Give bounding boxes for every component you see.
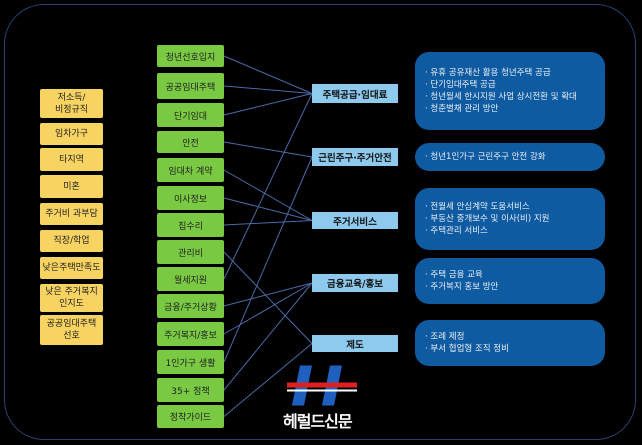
- need-box: 임대차 계약: [157, 158, 224, 182]
- need-box: 이사정보: [157, 186, 224, 210]
- factor-box: 타지역: [40, 148, 103, 171]
- policy-item: · 단기임대주택 공급: [425, 80, 496, 90]
- policy-item: · 부동산 중개보수 및 이사(비) 지원: [425, 214, 550, 224]
- connector-line: [223, 156, 313, 363]
- policy-box: · 전월세 안심계약 도움서비스 · 부동산 중개보수 및 이사(비) 지원 · 주…: [415, 188, 605, 250]
- factor-box: 미혼: [40, 175, 103, 198]
- factor-box: 공공임대주택 선호: [40, 315, 103, 345]
- connector-line: [223, 141, 313, 158]
- factor-box: 주거비 과부담: [40, 203, 103, 225]
- connector-line: [223, 343, 313, 417]
- policy-item: · 청년1인가구 근린주구 안전 강화: [425, 152, 546, 162]
- factor-box: 낮은주택만족도: [40, 257, 103, 279]
- connector-line: [223, 55, 313, 94]
- need-box: 금융/주거상황: [157, 294, 224, 318]
- need-box: 관리비: [157, 240, 224, 264]
- factor-box: 임차가구: [40, 123, 103, 145]
- connector-line: [223, 251, 313, 344]
- connector-line: [223, 93, 313, 280]
- policy-box: · 조례 제정 · 부서 협업형 조직 정비: [415, 320, 605, 366]
- policy-item: · 청년월세 한시지원 사업 상시전환 및 확대: [425, 92, 577, 102]
- need-box: 단기임대: [157, 103, 224, 127]
- policy-item: · 유휴 공유재산 활용 청년주택 공급: [425, 68, 551, 78]
- connector-line: [223, 282, 313, 391]
- policy-item: · 주택관리 서비스: [425, 226, 488, 236]
- policy-item: · 주거복지 홍보 방안: [425, 282, 499, 292]
- outer-frame: [4, 4, 636, 440]
- policy-item: · 주택 금융 교육: [425, 270, 483, 280]
- need-box: 집수리: [157, 213, 224, 237]
- newspaper-logo-icon: [287, 365, 357, 406]
- factor-box: 직장/학업: [40, 230, 103, 252]
- category-box: 금융교육/홍보: [312, 274, 398, 292]
- policy-item: · 조례 제정: [425, 332, 465, 342]
- category-box: 주택공급·임대료: [312, 84, 398, 103]
- policy-box: · 유휴 공유재산 활용 청년주택 공급 · 단기임대주택 공급 · 청년월세 한시…: [415, 52, 605, 130]
- connector-line: [223, 169, 313, 221]
- category-box: 근린주구·주거안전: [312, 148, 398, 166]
- need-box: 1인가구 생활: [157, 350, 224, 374]
- connector-line: [223, 282, 313, 335]
- category-box: 제도: [312, 335, 398, 352]
- policy-box: · 주택 금융 교육 · 주거복지 홍보 방안: [415, 258, 605, 304]
- connector-line: [223, 93, 313, 116]
- factor-box: 낮은 주거복지 인지도: [40, 284, 103, 312]
- category-box: 주거서비스: [312, 212, 398, 229]
- connector-line: [223, 282, 313, 307]
- need-box: 월세지원: [157, 267, 224, 291]
- need-box: 주거복지/홍보: [157, 322, 224, 346]
- policy-item: · 청춘별채 관리 방안: [425, 104, 499, 114]
- connector-line: [223, 197, 313, 221]
- connector-line: [223, 85, 313, 94]
- need-box: 35+ 정책: [157, 378, 224, 402]
- policy-box: · 청년1인가구 근린주구 안전 강화: [415, 143, 605, 171]
- factor-box: 저소득/ 비정규직: [40, 89, 103, 118]
- need-box: 정착가이드: [157, 405, 224, 428]
- need-box: 공공임대주택: [157, 73, 224, 99]
- policy-item: · 부서 협업형 조직 정비: [425, 344, 509, 354]
- policy-item: · 전월세 안심계약 도움서비스: [425, 202, 530, 212]
- need-box: 청년선호입지: [157, 45, 224, 67]
- need-box: 안전: [157, 131, 224, 153]
- logo-text: 헤럴드신문: [283, 412, 353, 431]
- connector-line: [223, 220, 313, 226]
